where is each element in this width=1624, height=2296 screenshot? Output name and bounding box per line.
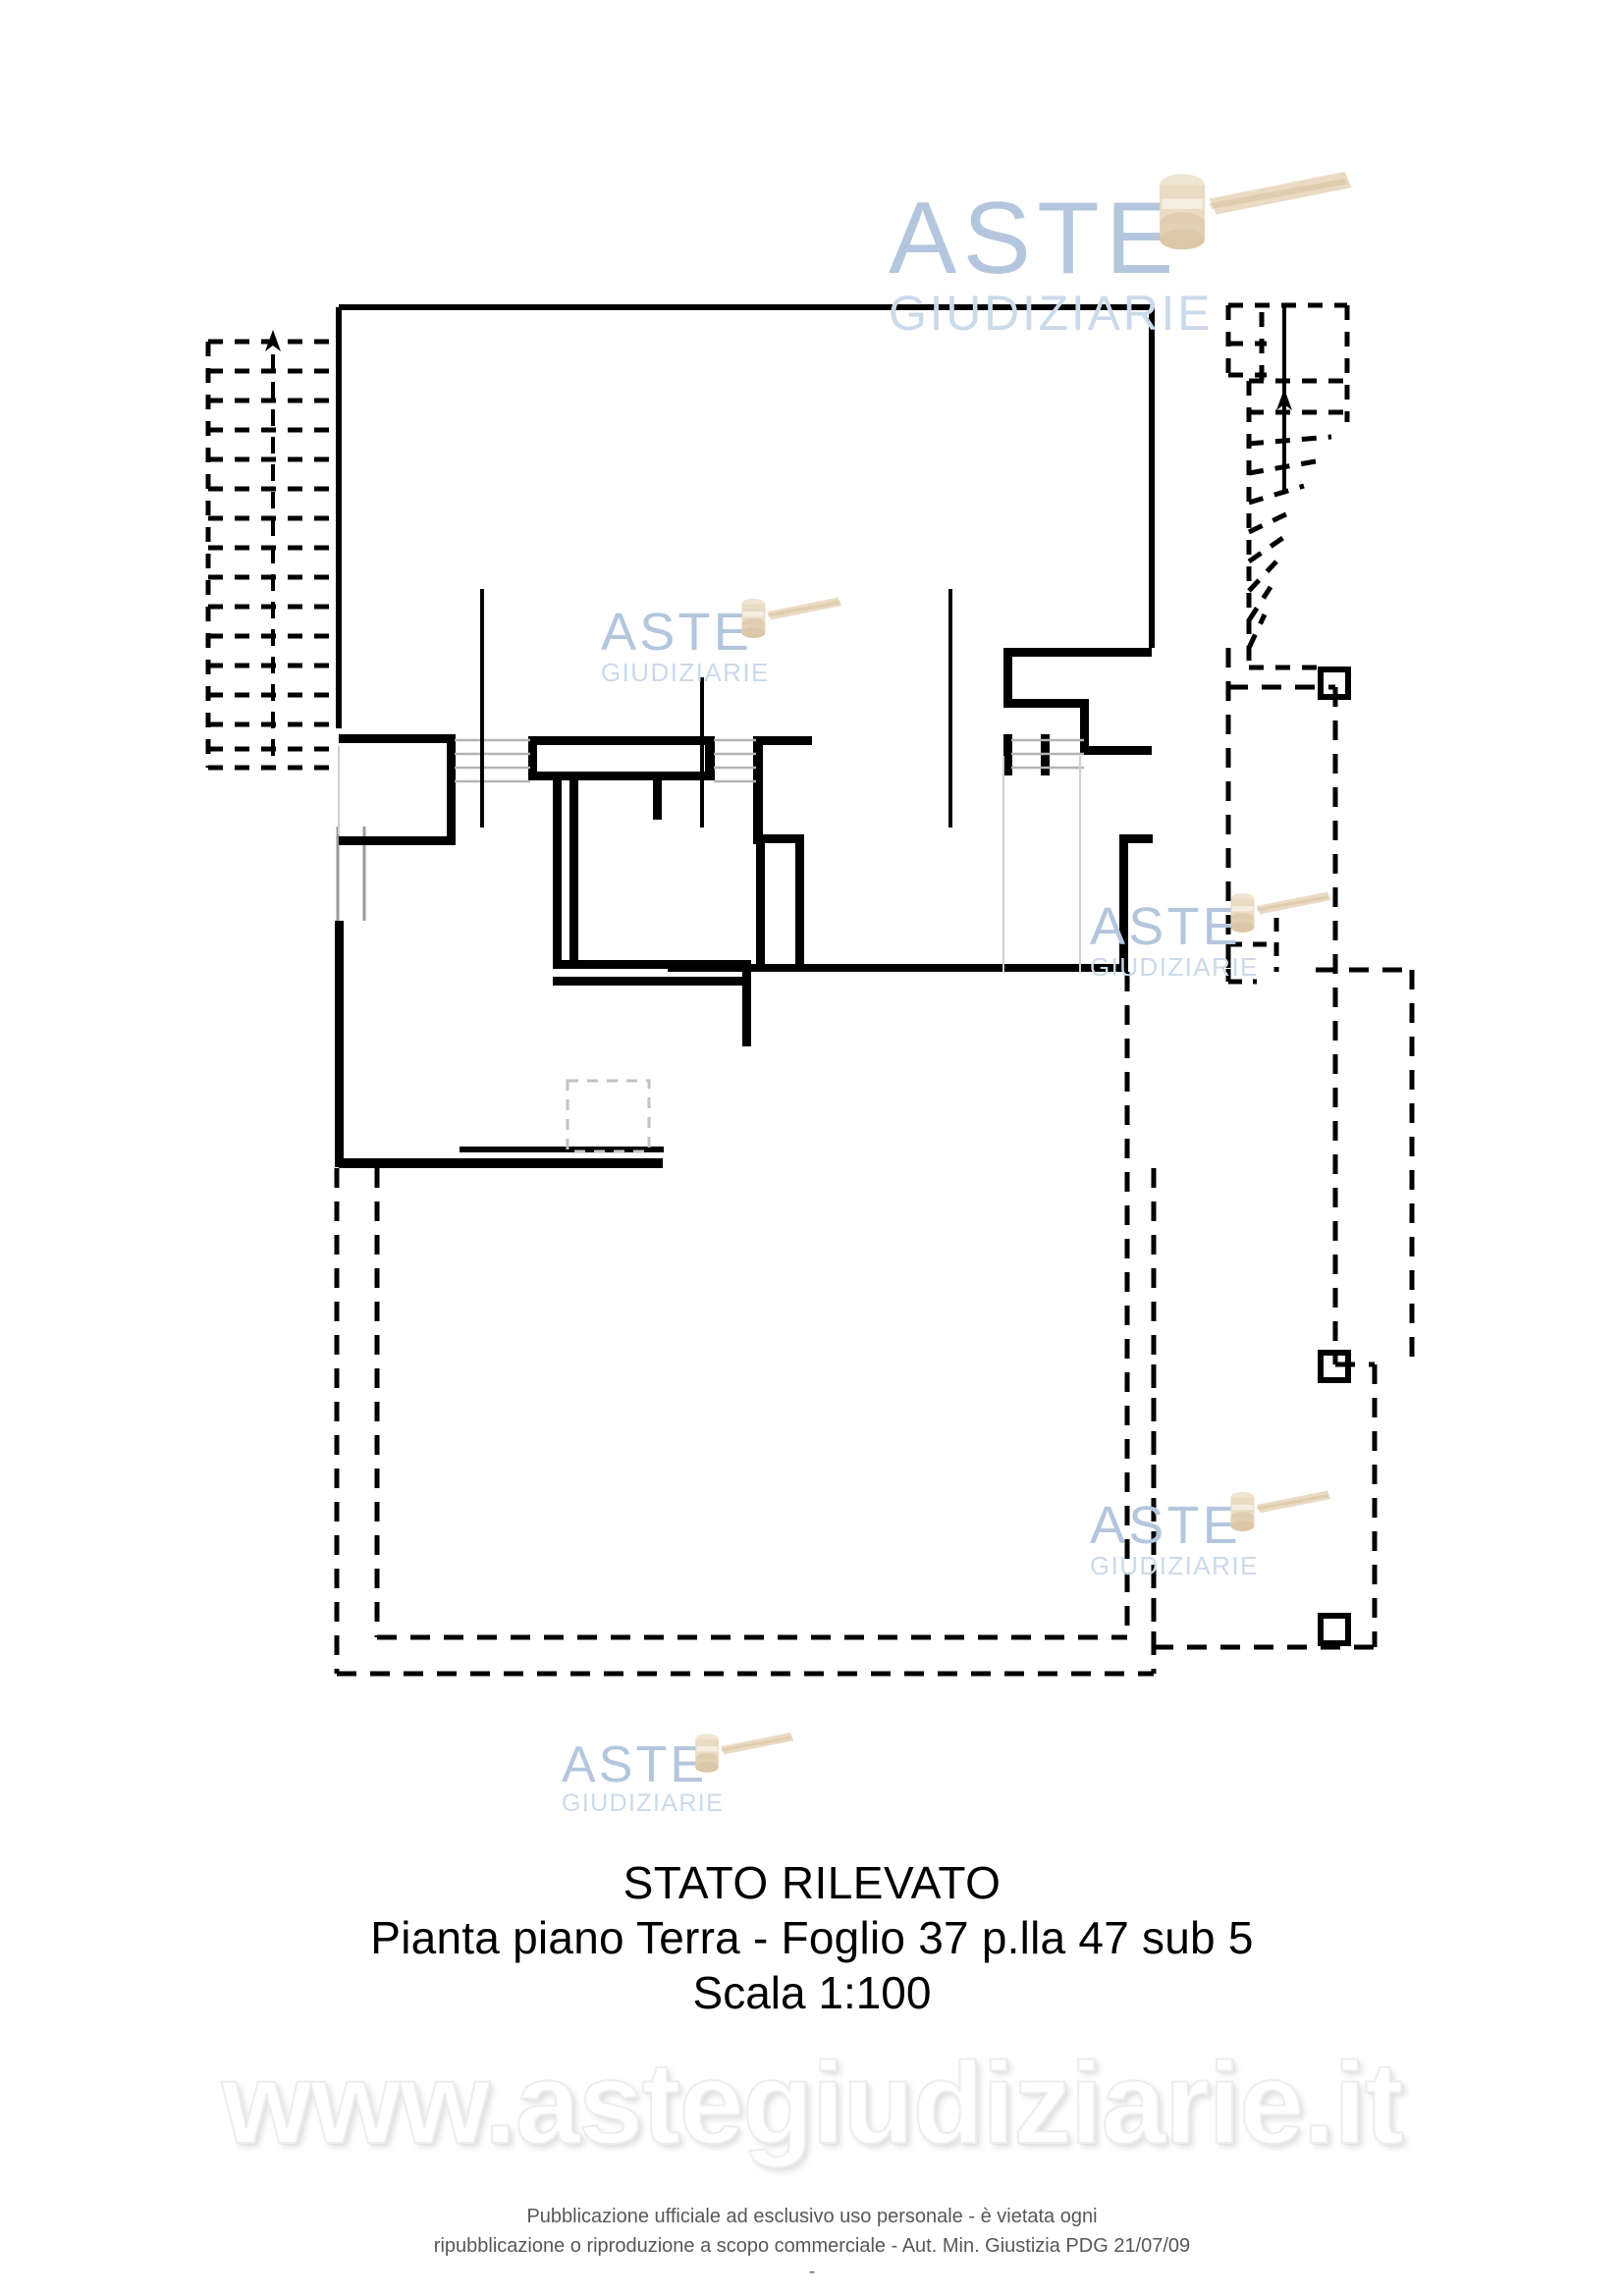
watermark-website-url: www.astegiudiziarie.it bbox=[221, 2038, 1405, 2169]
adjoining-property-boundary bbox=[1151, 648, 1415, 1650]
right-stair-direction-arrow bbox=[1276, 304, 1292, 491]
watermark-brand-line1: ASTE bbox=[562, 1736, 708, 1793]
recess-outline bbox=[566, 1079, 651, 1153]
right-winder-staircase bbox=[1225, 302, 1350, 670]
plan-subtitle: Pianta piano Terra - Foglio 37 p.lla 47 … bbox=[370, 1912, 1254, 1964]
middle-right-partition bbox=[756, 834, 804, 972]
plan-title: STATO RILEVATO bbox=[623, 1857, 1001, 1908]
plan-scale: Scala 1:100 bbox=[692, 1967, 932, 2019]
section-cut-lines bbox=[480, 589, 952, 828]
title-block: STATO RILEVATO Pianta piano Terra - Fogl… bbox=[0, 1855, 1624, 2020]
left-lower-outer-wall bbox=[335, 921, 462, 1167]
column-markers bbox=[1318, 667, 1351, 1646]
footer-line-1: Pubblicazione ufficiale ad esclusivo uso… bbox=[526, 2206, 1098, 2227]
floor-plan-drawing bbox=[205, 302, 1415, 1677]
alignment-guides bbox=[338, 746, 1081, 972]
watermark-aste-giudiziarie-title: ASTE GIUDIZIARIE bbox=[562, 1732, 794, 1817]
window-openings-upper bbox=[455, 738, 1084, 783]
left-stair-direction-arrow bbox=[265, 330, 281, 756]
interior-partition-walls bbox=[339, 648, 1152, 845]
courtyard-boundary bbox=[334, 972, 1157, 1677]
central-partition-wall bbox=[553, 775, 751, 1046]
footer-legal-notice: Pubblicazione ufficiale ad esclusivo uso… bbox=[0, 2202, 1624, 2282]
footer-line-3: - bbox=[808, 2261, 816, 2282]
boundary-connector-dashes bbox=[1225, 918, 1279, 985]
main-building-outline bbox=[336, 304, 1155, 728]
footer-line-2: ripubblicazione o riproduzione a scopo c… bbox=[433, 2235, 1191, 2257]
watermark-brand-line2: GIUDIZIARIE bbox=[562, 1789, 725, 1817]
lower-room-bottom-wall bbox=[339, 1147, 664, 1168]
mid-horizontal-wall bbox=[668, 834, 1153, 972]
